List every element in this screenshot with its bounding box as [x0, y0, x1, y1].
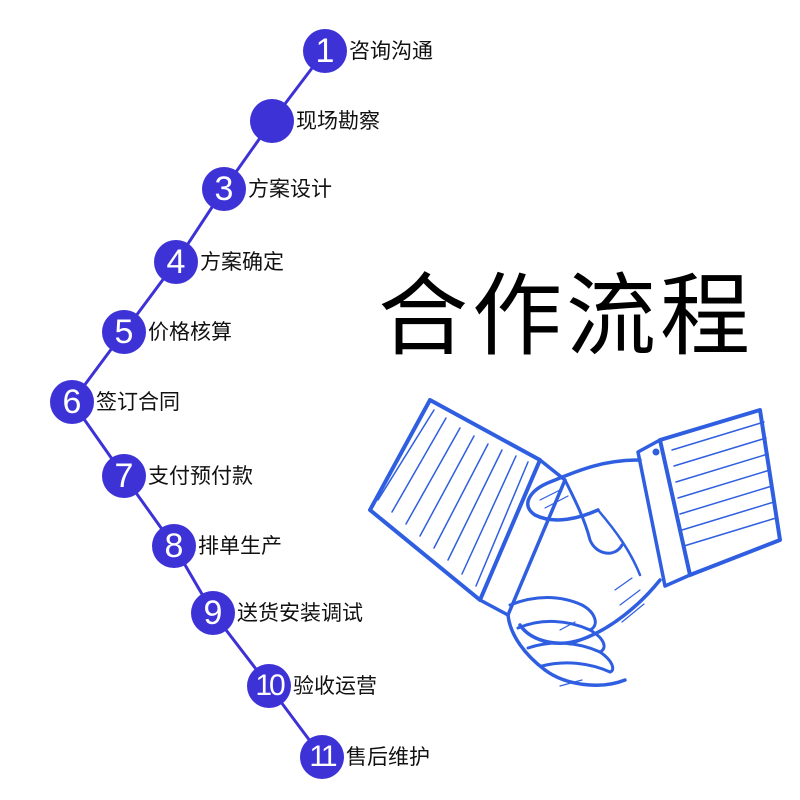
step-label: 排单生产: [198, 534, 282, 558]
page-title: 合作流程: [378, 264, 754, 369]
step-number-badge: 10: [247, 664, 291, 708]
step-label: 方案确定: [200, 250, 284, 274]
step-number-badge: 6: [50, 380, 94, 424]
step-label: 支付预付款: [148, 464, 253, 488]
step-label: 价格核算: [148, 320, 232, 344]
step-number-badge: 4: [154, 240, 198, 284]
step-number-badge: 8: [152, 524, 196, 568]
step-label: 现场勘察: [296, 109, 380, 133]
step-label: 验收运营: [293, 674, 377, 698]
step-label: 售后维护: [346, 745, 430, 769]
step-label: 咨询沟通: [349, 39, 433, 63]
step-label: 送货安装调试: [237, 601, 363, 625]
step-number-badge: 7: [102, 454, 146, 498]
step-number-badge: 11: [300, 735, 344, 779]
step-number-badge: [250, 99, 294, 143]
step-number-badge: 5: [102, 310, 146, 354]
step-number-badge: 3: [202, 167, 246, 211]
step-number-badge: 9: [191, 591, 235, 635]
step-number-badge: 1: [303, 29, 347, 73]
step-label: 签订合同: [96, 390, 180, 414]
handshake-icon: [368, 398, 782, 687]
step-label: 方案设计: [248, 177, 332, 201]
